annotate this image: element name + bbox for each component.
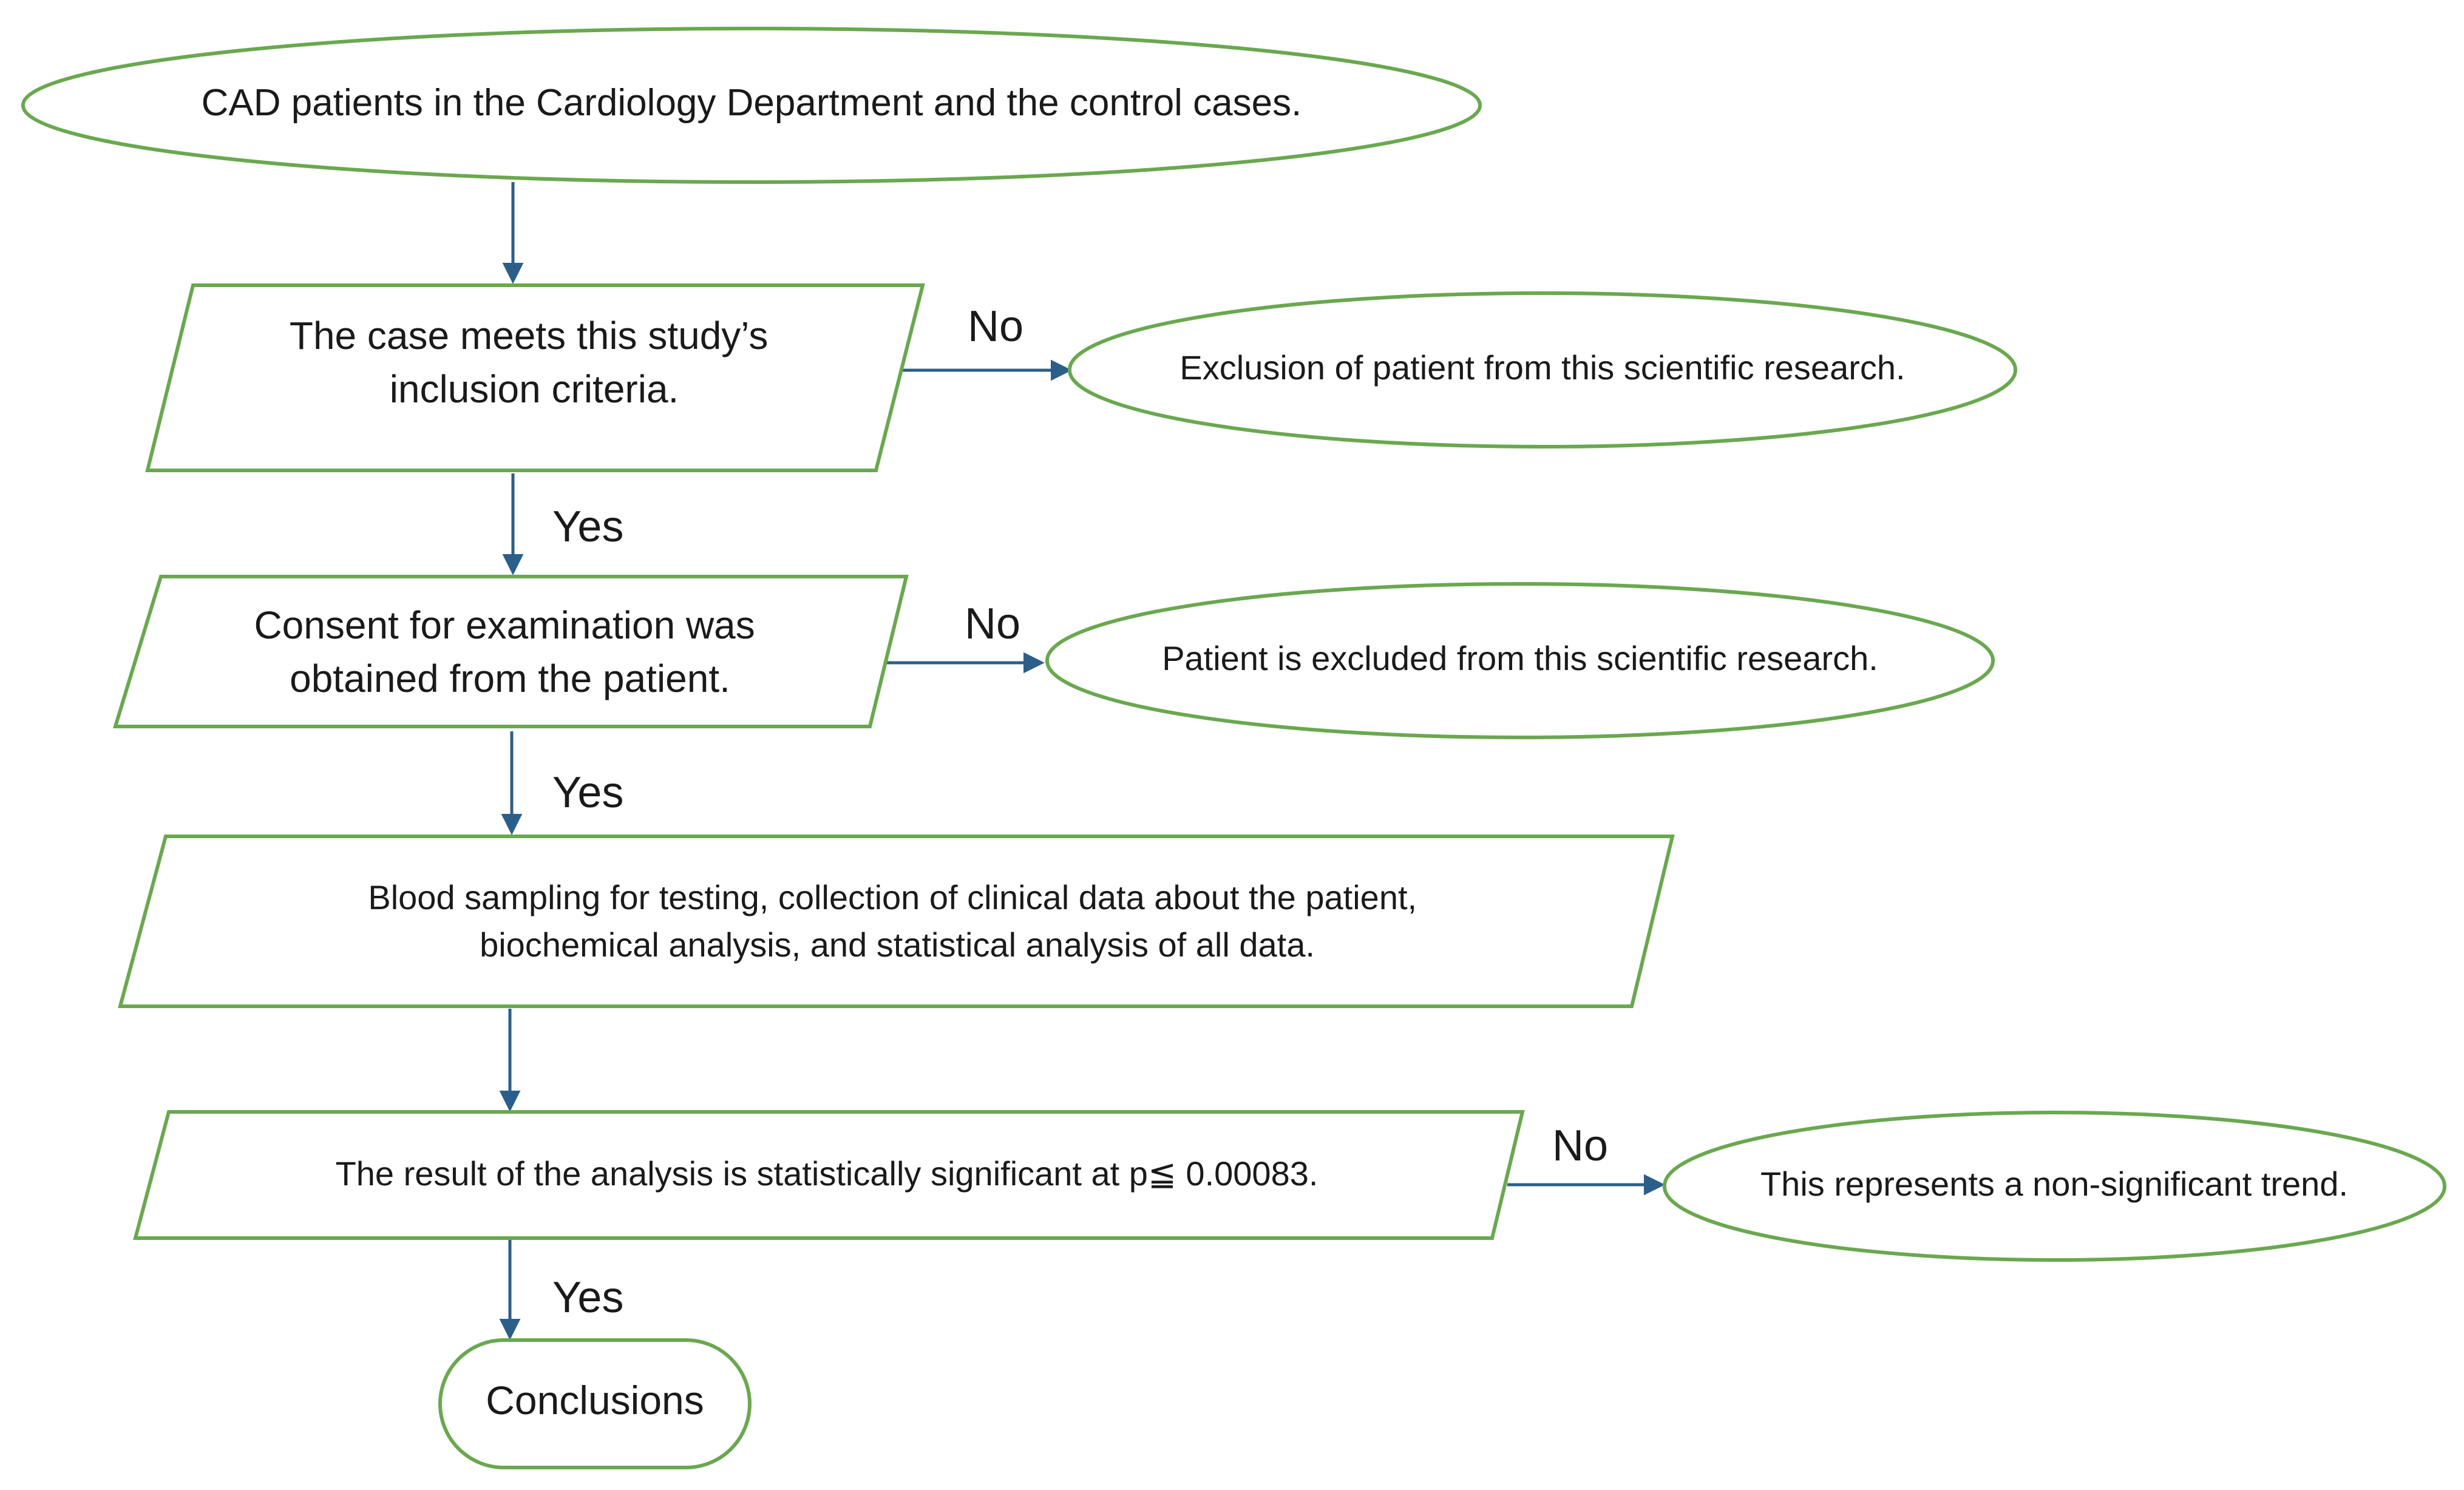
edge-label-consent-yes: Yes xyxy=(552,768,623,817)
edge-inclusion-yes: Yes xyxy=(502,473,623,575)
inclusion-text: The case meets this study’s inclusion cr… xyxy=(290,314,779,411)
inclusion-parallelogram-shape xyxy=(145,283,925,472)
consent-text-line-2: obtained from the patient. xyxy=(290,657,730,700)
inclusion-text-line-2: inclusion criteria. xyxy=(390,367,679,411)
edge-label-significance-yes: Yes xyxy=(552,1273,623,1322)
edge-label-significance-no: No xyxy=(1552,1122,1608,1170)
edge-inclusion-no: No xyxy=(900,302,1072,381)
start-text-line-1: CAD patients in the Cardiology Departmen… xyxy=(202,82,1302,124)
sampling-text-line-1: Blood sampling for testing, collection o… xyxy=(368,878,1417,916)
conclusions-text-line-1: Conclusions xyxy=(486,1378,704,1423)
nodes-layer: CAD patients in the Cardiology Departmen… xyxy=(21,27,2446,1469)
exclusion1-text: Exclusion of patient from this scientifi… xyxy=(1179,348,1905,387)
significance-text: The result of the analysis is statistica… xyxy=(336,1154,1319,1193)
node-conclusions: Conclusions xyxy=(438,1338,752,1469)
node-exclusion2: Patient is excluded from this scientific… xyxy=(1045,582,1995,739)
exclusion2-terminator-shape xyxy=(1045,582,1995,739)
node-sampling: Blood sampling for testing, collection o… xyxy=(118,835,1675,1008)
start-terminator-shape xyxy=(21,27,1482,184)
exclusion1-terminator-shape xyxy=(1068,291,2017,449)
consent-text: Consent for examination was obtained fro… xyxy=(254,603,765,700)
node-exclusion1: Exclusion of patient from this scientifi… xyxy=(1068,291,2017,449)
edge-significance-yes: Yes xyxy=(499,1238,623,1340)
edge-significance-no: No xyxy=(1507,1122,1665,1196)
start-text: CAD patients in the Cardiology Departmen… xyxy=(202,82,1302,124)
significance-parallelogram-shape xyxy=(133,1110,1525,1240)
consent-parallelogram-shape xyxy=(112,575,909,728)
edge-label-inclusion-no: No xyxy=(968,302,1023,351)
exclusion2-text-line-1: Patient is excluded from this scientific… xyxy=(1162,639,1878,677)
node-inclusion: The case meets this study’s inclusion cr… xyxy=(145,283,925,472)
significance-text-line-1: The result of the analysis is statistica… xyxy=(336,1154,1319,1193)
trend-text: This represents a non-significant trend. xyxy=(1760,1165,2348,1203)
node-trend: This represents a non-significant trend. xyxy=(1663,1111,2446,1262)
edge-label-inclusion-yes: Yes xyxy=(552,503,623,551)
exclusion1-text-line-1: Exclusion of patient from this scientifi… xyxy=(1179,348,1905,387)
node-consent: Consent for examination was obtained fro… xyxy=(112,575,909,728)
trend-text-line-1: This represents a non-significant trend. xyxy=(1760,1165,2348,1203)
conclusions-terminator-shape xyxy=(438,1338,752,1469)
edge-label-consent-no: No xyxy=(965,600,1020,648)
sampling-parallelogram-shape xyxy=(118,835,1675,1008)
sampling-text: Blood sampling for testing, collection o… xyxy=(368,878,1426,964)
edges-layer: No Yes No Yes No Yes xyxy=(499,182,1665,1340)
conclusions-text: Conclusions xyxy=(486,1378,704,1423)
sampling-text-line-2: biochemical analysis, and statistical an… xyxy=(480,926,1315,964)
edge-consent-yes: Yes xyxy=(501,731,623,835)
consent-text-line-1: Consent for examination was xyxy=(254,603,755,647)
inclusion-text-line-1: The case meets this study’s xyxy=(290,314,769,357)
node-start: CAD patients in the Cardiology Departmen… xyxy=(21,27,1482,184)
edge-consent-no: No xyxy=(885,600,1045,674)
trend-terminator-shape xyxy=(1663,1111,2446,1262)
node-significance: The result of the analysis is statistica… xyxy=(133,1110,1525,1240)
exclusion2-text: Patient is excluded from this scientific… xyxy=(1162,639,1878,677)
